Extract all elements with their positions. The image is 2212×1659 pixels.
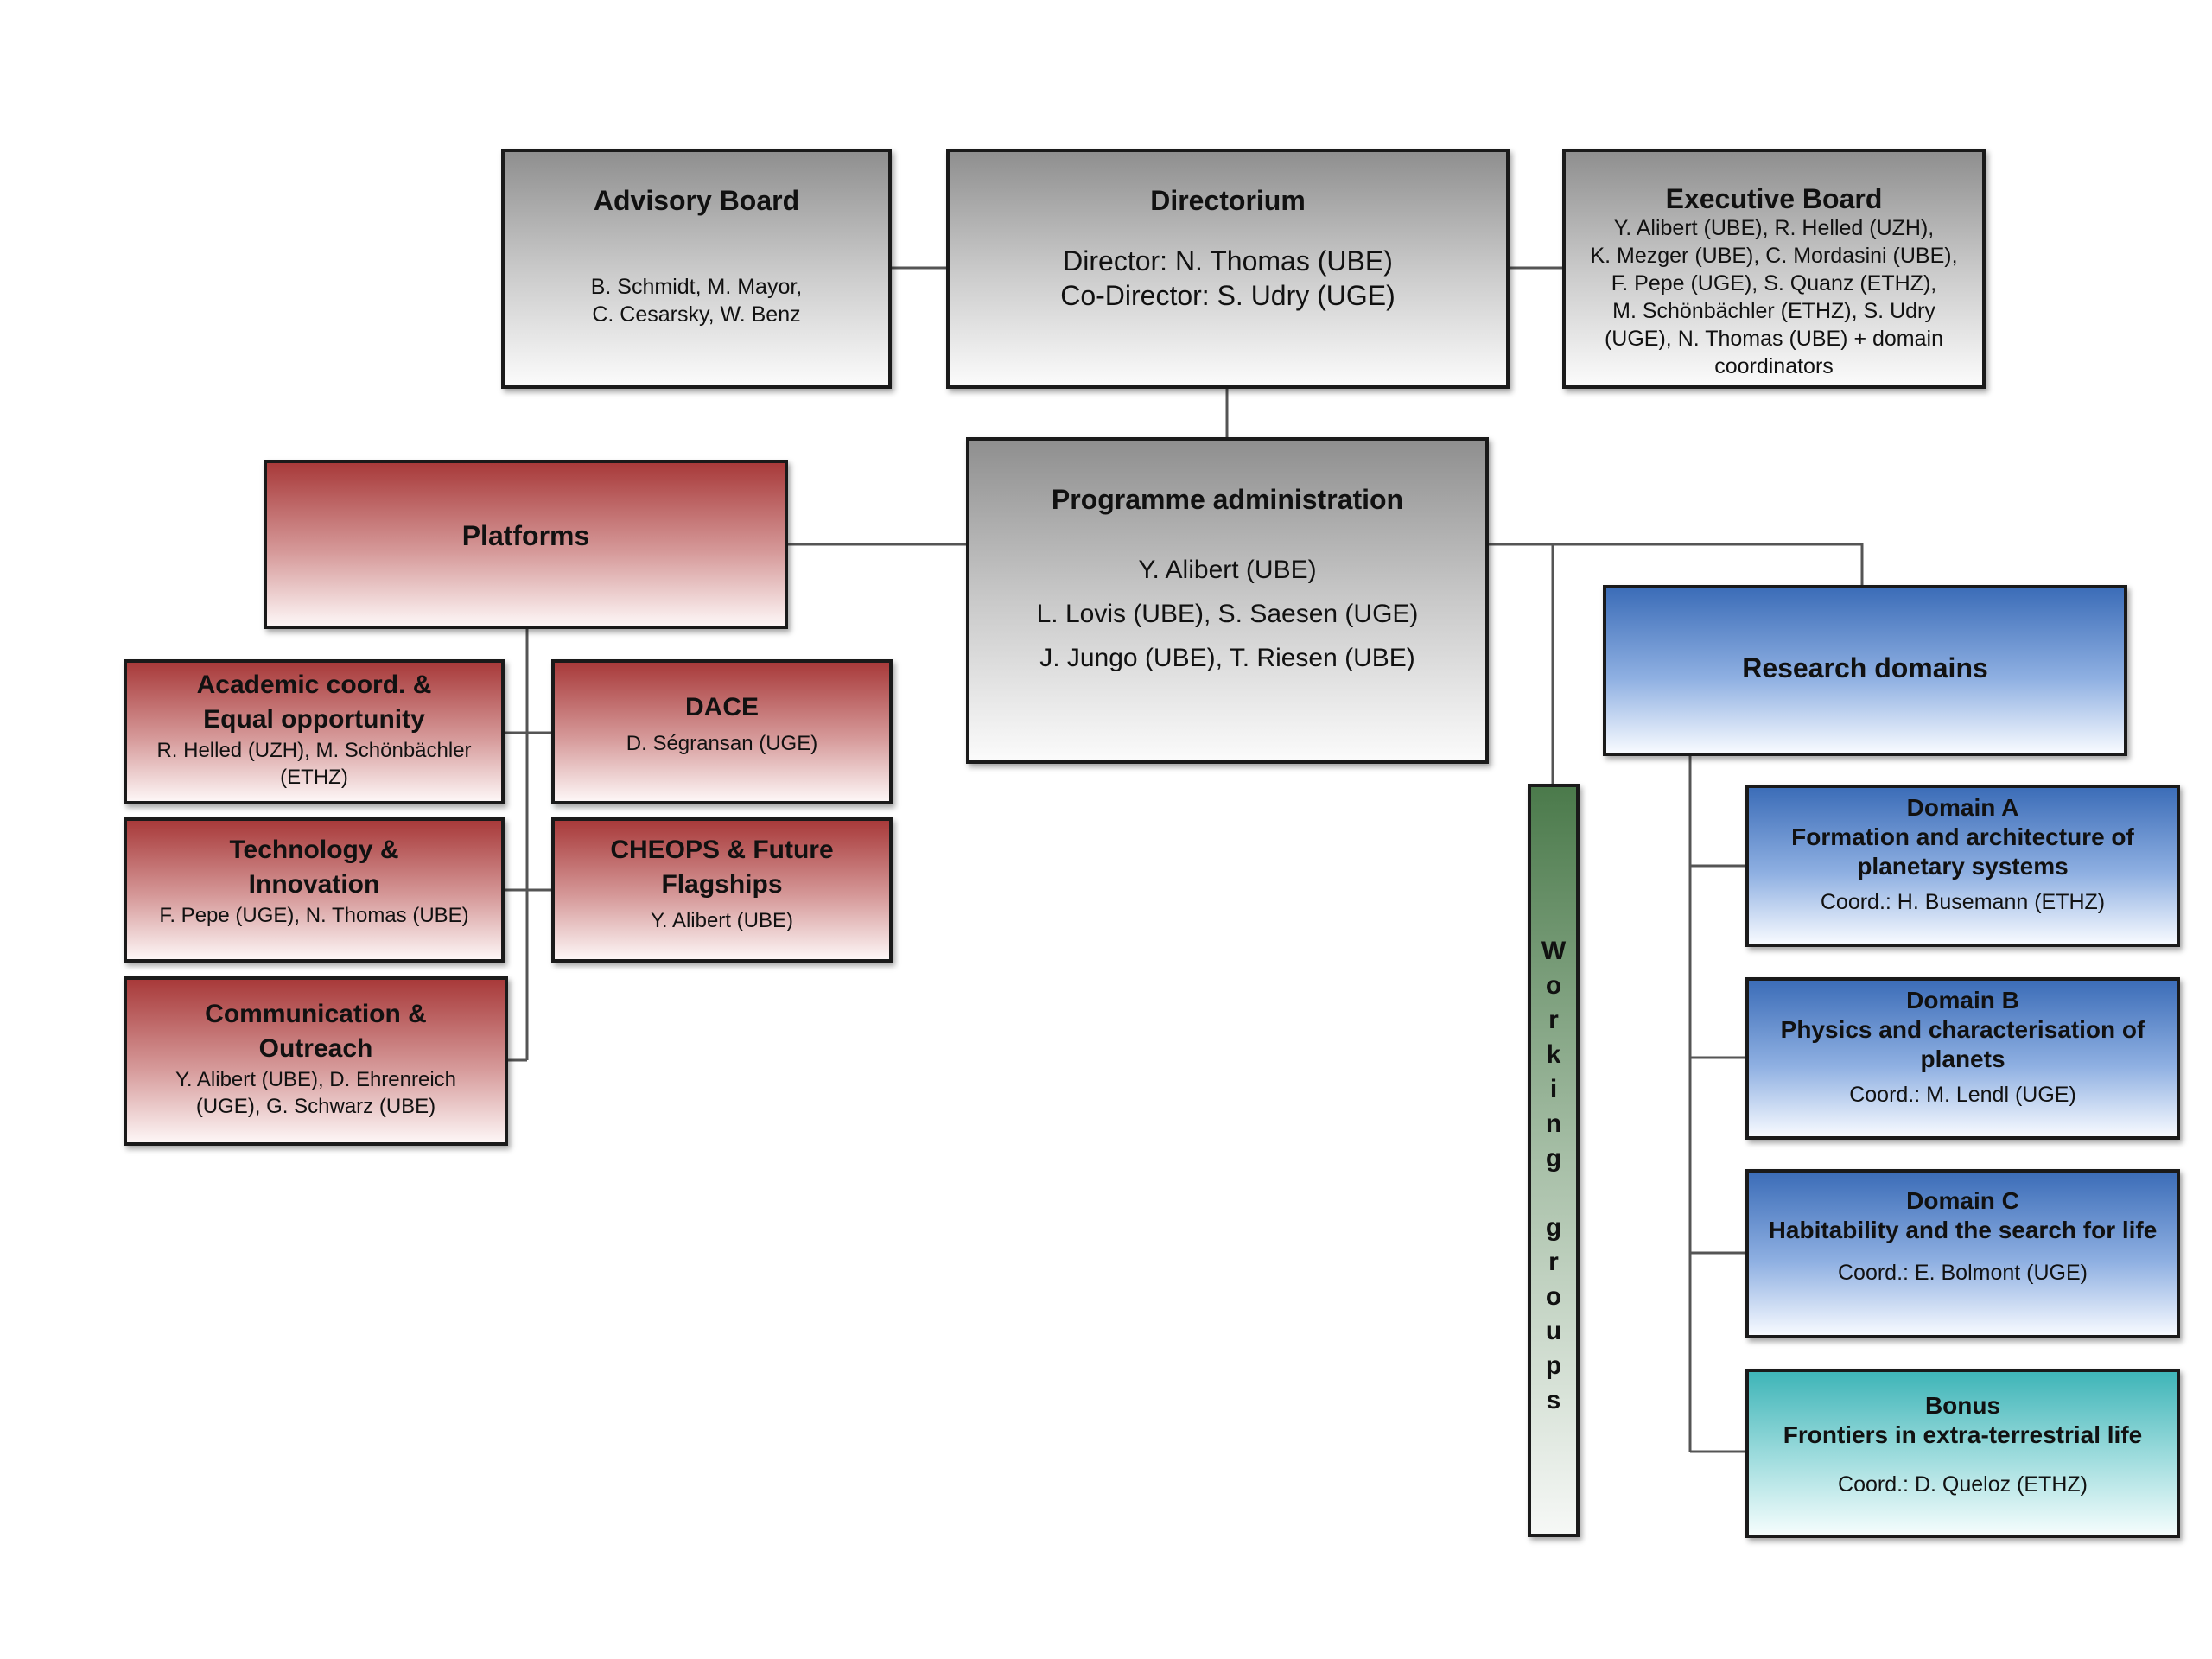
directorium-box: Directorium Director: N. Thomas (UBE) Co… (946, 149, 1510, 389)
platform-cheops-people: Y. Alibert (UBE) (651, 909, 793, 932)
domain-a-box: Domain A Formation and architecture of p… (1745, 785, 2180, 947)
domain-c-box: Domain C Habitability and the search for… (1745, 1169, 2180, 1338)
directorium-co-director: Co-Director: S. Udry (UGE) (1060, 280, 1395, 311)
working-groups-letter: r (1548, 1006, 1559, 1034)
directorium-title: Directorium (1150, 185, 1306, 216)
working-groups-letter: u (1545, 1317, 1562, 1345)
working-groups-letter: n (1545, 1109, 1562, 1138)
platform-technology-people: F. Pepe (UGE), N. Thomas (UBE) (159, 904, 469, 927)
bonus-coord: Coord.: D. Queloz (ETHZ) (1838, 1472, 2088, 1497)
domain-a-name-line1: Formation and architecture of (1791, 823, 2134, 850)
working-groups-letter (1531, 1176, 1576, 1211)
domain-a-label: Domain A (1906, 794, 2019, 821)
platform-dace-title: DACE (684, 693, 759, 721)
working-groups-letter: s (1546, 1386, 1561, 1414)
platform-communication-title-line1: Communication & (205, 1000, 427, 1028)
working-groups-letter: k (1546, 1040, 1561, 1069)
platform-cheops-future-flagships: CHEOPS & Future Flagships Y. Alibert (UB… (551, 817, 893, 963)
programme-administration-title: Programme administration (1051, 484, 1404, 515)
platform-cheops-title-line2: Flagships (661, 870, 783, 899)
connector-administration-research (1486, 543, 1864, 586)
working-groups-box: W o r k i n g g r o u p s (1528, 784, 1580, 1537)
platform-technology-title-line1: Technology & (229, 836, 399, 864)
executive-board-box: Executive Board Y. Alibert (UBE), R. Hel… (1562, 149, 1986, 389)
working-groups-letter: o (1545, 971, 1562, 1000)
platform-communication-title-line2: Outreach (258, 1034, 373, 1063)
platform-cheops-title-line1: CHEOPS & Future (610, 836, 834, 864)
domain-b-name-line1: Physics and characterisation of (1780, 1016, 2145, 1043)
platform-academic-coord-title-line2: Equal opportunity (203, 705, 425, 734)
platform-dace-people: D. Ségransan (UGE) (626, 732, 818, 755)
platform-communication-outreach: Communication & Outreach Y. Alibert (UBE… (124, 976, 508, 1146)
domain-b-coord: Coord.: M. Lendl (UGE) (1849, 1083, 2076, 1107)
platform-academic-coord-people-line2: (ETHZ) (280, 766, 348, 789)
programme-administration-box: Programme administration Y. Alibert (UBE… (966, 437, 1489, 764)
working-groups-letter: g (1545, 1144, 1562, 1173)
advisory-board-members-line2: C. Cesarsky, W. Benz (592, 302, 801, 327)
platform-technology-title-line2: Innovation (248, 870, 380, 899)
executive-board-member-line: Y. Alibert (UBE), R. Helled (UZH), (1613, 216, 1935, 240)
research-domains-title: Research domains (1742, 652, 1988, 683)
working-groups-label: W o r k i n g g r o u p s (1531, 934, 1576, 1418)
working-groups-letter: p (1545, 1351, 1562, 1380)
bonus-name-line1: Frontiers in extra-terrestrial life (1783, 1421, 2143, 1448)
domain-c-name-line1: Habitability and the search for life (1768, 1217, 2158, 1243)
platform-technology-innovation: Technology & Innovation F. Pepe (UGE), N… (124, 817, 505, 963)
directorium-director: Director: N. Thomas (UBE) (1063, 245, 1393, 276)
programme-administration-member: L. Lovis (UBE), S. Saesen (UGE) (1036, 600, 1419, 628)
working-groups-letter: g (1545, 1213, 1562, 1242)
domain-a-coord: Coord.: H. Busemann (ETHZ) (1820, 890, 2106, 914)
programme-administration-member: J. Jungo (UBE), T. Riesen (UBE) (1039, 644, 1415, 672)
working-groups-letter: r (1548, 1248, 1559, 1276)
working-groups-letter: W (1541, 937, 1567, 965)
platform-academic-coord-title-line1: Academic coord. & (196, 671, 432, 699)
platform-communication-people-line1: Y. Alibert (UBE), D. Ehrenreich (175, 1068, 457, 1091)
domain-b-name-line2: planets (1920, 1046, 2005, 1072)
executive-board-member-line: (UGE), N. Thomas (UBE) + domain (1604, 327, 1943, 351)
advisory-board-box: Advisory Board B. Schmidt, M. Mayor, C. … (501, 149, 892, 389)
platforms-title: Platforms (461, 520, 590, 551)
programme-administration-member: Y. Alibert (UBE) (1138, 556, 1317, 584)
bonus-domain-box: Bonus Frontiers in extra-terrestrial lif… (1745, 1369, 2180, 1538)
domain-b-label: Domain B (1906, 987, 2019, 1014)
platform-communication-people-line2: (UGE), G. Schwarz (UBE) (195, 1095, 436, 1118)
domain-b-box: Domain B Physics and characterisation of… (1745, 977, 2180, 1140)
bonus-label: Bonus (1924, 1392, 2001, 1419)
executive-board-title: Executive Board (1665, 183, 1883, 214)
working-groups-letter: i (1549, 1075, 1558, 1103)
domain-c-coord: Coord.: E. Bolmont (UGE) (1838, 1261, 2088, 1285)
working-groups-letter: o (1545, 1282, 1562, 1311)
executive-board-member-line: coordinators (1714, 354, 1834, 378)
executive-board-member-line: M. Schönbächler (ETHZ), S. Udry (1612, 299, 1936, 323)
advisory-board-members-line1: B. Schmidt, M. Mayor, (590, 275, 803, 299)
platforms-box: Platforms (264, 460, 788, 629)
domain-a-name-line2: planetary systems (1857, 853, 2069, 880)
platform-dace: DACE D. Ségransan (UGE) (551, 659, 893, 804)
advisory-board-title: Advisory Board (593, 185, 800, 216)
executive-board-member-line: K. Mezger (UBE), C. Mordasini (UBE), (1590, 244, 1958, 268)
platform-academic-coord-people-line1: R. Helled (UZH), M. Schönbächler (156, 739, 472, 762)
platform-academic-coord: Academic coord. & Equal opportunity R. H… (124, 659, 505, 804)
executive-board-member-line: F. Pepe (UGE), S. Quanz (ETHZ), (1611, 271, 1937, 296)
domain-c-label: Domain C (1906, 1187, 2019, 1214)
research-domains-box: Research domains (1603, 585, 2127, 756)
